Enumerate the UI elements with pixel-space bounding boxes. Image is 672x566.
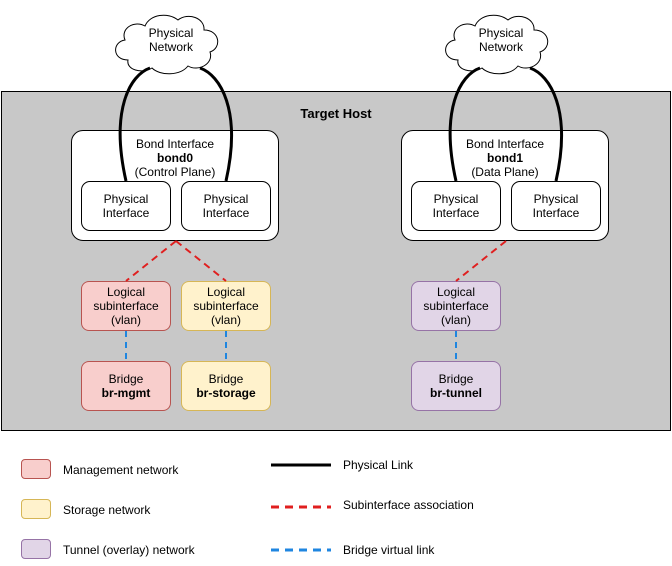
subinterface-assoc-mgmt: [125, 240, 177, 282]
bridge-br-mgmt: Bridge br-mgmt: [81, 361, 171, 411]
legend-tunnel-label: Tunnel (overlay) network: [63, 543, 195, 557]
tunnel-subinterface: Logical subinterface (vlan): [411, 281, 501, 331]
mgmt-subinterface: Logical subinterface (vlan): [81, 281, 171, 331]
bond1-plane: (Data Plane): [471, 165, 539, 179]
bond1-physical-interface-1: Physical Interface: [411, 181, 501, 231]
physical-link-bond0-a: [118, 66, 151, 182]
cloud-2-label: Physical Network: [478, 26, 524, 54]
bond0-title: Bond Interface: [135, 137, 215, 151]
legend-mgmt-swatch: [21, 459, 51, 479]
bond1-physical-interface-2: Physical Interface: [511, 181, 601, 231]
subinterface-assoc-tunnel: [455, 240, 507, 282]
host-title: Target Host: [300, 106, 372, 121]
bond0-plane: (Control Plane): [134, 165, 216, 179]
bond1-name: bond1: [487, 151, 523, 165]
physical-link-bond1-a: [448, 66, 481, 182]
legend-tunnel-swatch: [21, 539, 51, 559]
physical-link-bond1-b: [529, 66, 563, 182]
legend-subinterface-label: Subinterface association: [343, 498, 474, 512]
legend-storage-swatch: [21, 499, 51, 519]
legend-physical-link-label: Physical Link: [343, 458, 414, 472]
legend-storage-label: Storage network: [63, 503, 151, 517]
cloud-1-label: Physical Network: [148, 26, 194, 54]
bridge-br-storage: Bridge br-storage: [181, 361, 271, 411]
legend-bridge-label: Bridge virtual link: [343, 543, 435, 557]
subinterface-assoc-storage: [175, 240, 227, 282]
cloud-2: [445, 14, 549, 75]
bond0-physical-interface-1: Physical Interface: [81, 181, 171, 231]
storage-subinterface: Logical subinterface (vlan): [181, 281, 271, 331]
bridge-br-tunnel: Bridge br-tunnel: [411, 361, 501, 411]
bond0-name: bond0: [157, 151, 193, 165]
physical-link-bond0-b: [199, 66, 233, 182]
bond0-physical-interface-2: Physical Interface: [181, 181, 271, 231]
legend-mgmt-label: Management network: [63, 463, 179, 477]
cloud-1: [115, 14, 219, 75]
bond1-title: Bond Interface: [465, 137, 545, 151]
